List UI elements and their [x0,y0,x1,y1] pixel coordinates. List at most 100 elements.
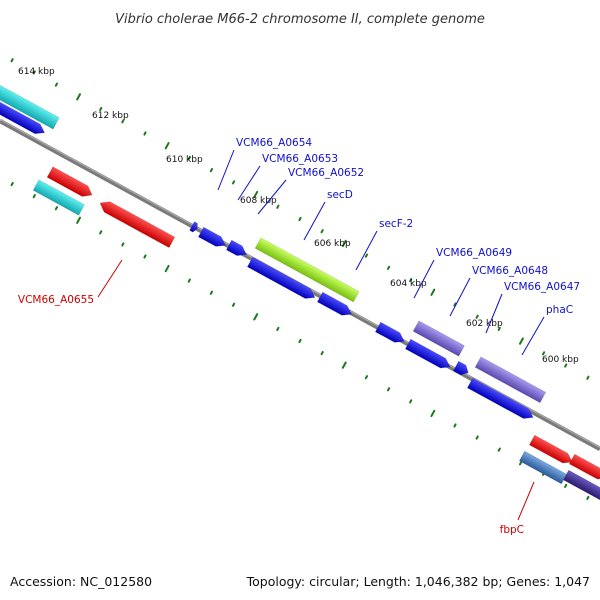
outer-tick-minor [54,82,59,87]
inner-tick-minor [99,230,103,235]
inner-tick-minor [209,290,214,295]
map-title: Vibrio cholerae M66-2 chromosome II, com… [115,12,485,27]
inner-tick-minor [320,350,324,356]
inner-tick-major [430,409,436,418]
outer-tick-minor [475,314,479,319]
outer-tick-minor [231,180,236,185]
genome-summary-text: Topology: circular; Length: 1,046,382 bp… [246,574,590,589]
cds-red-inner[interactable] [46,166,95,201]
inner-tick-minor [10,181,14,187]
kbp-label: 602 kbp [466,319,503,329]
outer-tick-minor [320,229,324,234]
cds-red-right-2[interactable] [568,453,600,483]
cds-0652[interactable] [225,239,249,259]
cds-red-0655[interactable] [97,198,176,249]
gene-label-phac[interactable]: phaC [546,304,573,316]
cds-0653[interactable] [197,226,228,250]
kbp-label: 606 kbp [314,239,351,249]
outer-tick-minor [121,119,125,124]
outer-tick-minor [187,155,191,161]
outer-tick-minor [143,131,147,136]
cds-fbpC[interactable] [518,450,568,485]
outer-tick-minor [564,363,568,368]
cds-cyan-outer[interactable] [0,78,60,130]
inner-tick-minor [586,495,590,501]
cds-0649[interactable] [374,321,407,346]
inner-tick-minor [386,387,391,392]
outer-tick-minor [541,351,546,356]
cds-secF-blue[interactable] [316,291,354,319]
gene-label-vcm66_a0655[interactable]: VCM66_A0655 [18,294,94,306]
gene-label-vcm66_a0654[interactable]: VCM66_A0654 [236,137,312,149]
label-leader-line [217,149,235,191]
outer-tick-minor [497,326,501,332]
inner-tick-major [76,216,82,224]
inner-tick-minor [143,254,147,259]
cds-indigo-right[interactable] [562,469,600,505]
outer-tick-minor [209,168,214,173]
label-leader-line [97,259,123,298]
cds-phaC[interactable] [466,377,535,422]
gene-label-vcm66_a0649[interactable]: VCM66_A0649 [436,247,512,259]
inner-tick-minor [187,278,191,283]
inner-tick-minor [475,435,479,440]
label-leaders [97,149,545,521]
label-leader-line [449,277,471,317]
inner-tick-minor [54,206,59,211]
outer-tick-minor [364,253,369,258]
outer-tick-major [430,288,436,296]
inner-tick-major [164,264,170,273]
cds-secD[interactable] [246,256,317,302]
kbp-label: 614 kbp [18,67,55,77]
accession-text: Accession: NC_012580 [10,574,152,589]
label-leader-line [485,293,503,334]
cds-0648-violet[interactable] [412,320,465,357]
outer-tick-minor [276,204,280,209]
cds-0647[interactable] [452,360,471,377]
outer-tick-major [76,93,82,101]
cds-blue-outer[interactable] [0,98,47,137]
cds-secF-2[interactable] [254,237,360,303]
inner-tick-minor [231,302,236,307]
kbp-label: 600 kbp [542,355,579,365]
gene-label-secd[interactable]: secD [327,189,353,201]
gene-label-fbpc[interactable]: fbpC [500,524,524,536]
gene-label-vcm66_a0648[interactable]: VCM66_A0648 [472,265,548,277]
label-leader-line [257,179,287,215]
inner-tick-minor [32,194,36,199]
outer-tick-minor [409,277,413,283]
kbp-label: 610 kbp [166,155,203,165]
kbp-label: 608 kbp [240,196,277,206]
inner-tick-major [253,313,259,321]
outer-tick-minor [386,265,391,270]
outer-tick-major [341,239,347,248]
gene-label-vcm66_a0647[interactable]: VCM66_A0647 [504,281,580,293]
gene-label-secf-2[interactable]: secF-2 [379,218,413,230]
gene-label-vcm66_a0652[interactable]: VCM66_A0652 [288,167,364,179]
inner-tick-minor [298,338,302,344]
inner-tick-minor [453,423,457,428]
outer-tick-minor [453,302,457,307]
gene-label-vcm66_a0653[interactable]: VCM66_A0653 [262,153,338,165]
kbp-label: 604 kbp [390,279,427,289]
outer-tick-major [164,142,170,150]
gene-features [0,78,600,505]
cds-0654[interactable] [189,221,200,234]
label-leader-line [413,259,435,299]
label-leader-line [521,316,545,356]
inner-tick-minor [564,483,568,488]
inner-tick-minor [276,326,280,332]
label-leader-line [355,230,378,271]
outer-tick-major [253,190,259,199]
outer-tick-minor [10,58,14,63]
cds-cyan-inner[interactable] [32,179,85,216]
inner-tick-minor [409,399,413,404]
cds-phaC-violet[interactable] [474,356,547,404]
cds-0648[interactable] [404,338,452,372]
cds-red-right-1[interactable] [528,434,575,467]
outer-tick-minor [298,216,302,222]
outer-tick-minor [586,375,590,380]
